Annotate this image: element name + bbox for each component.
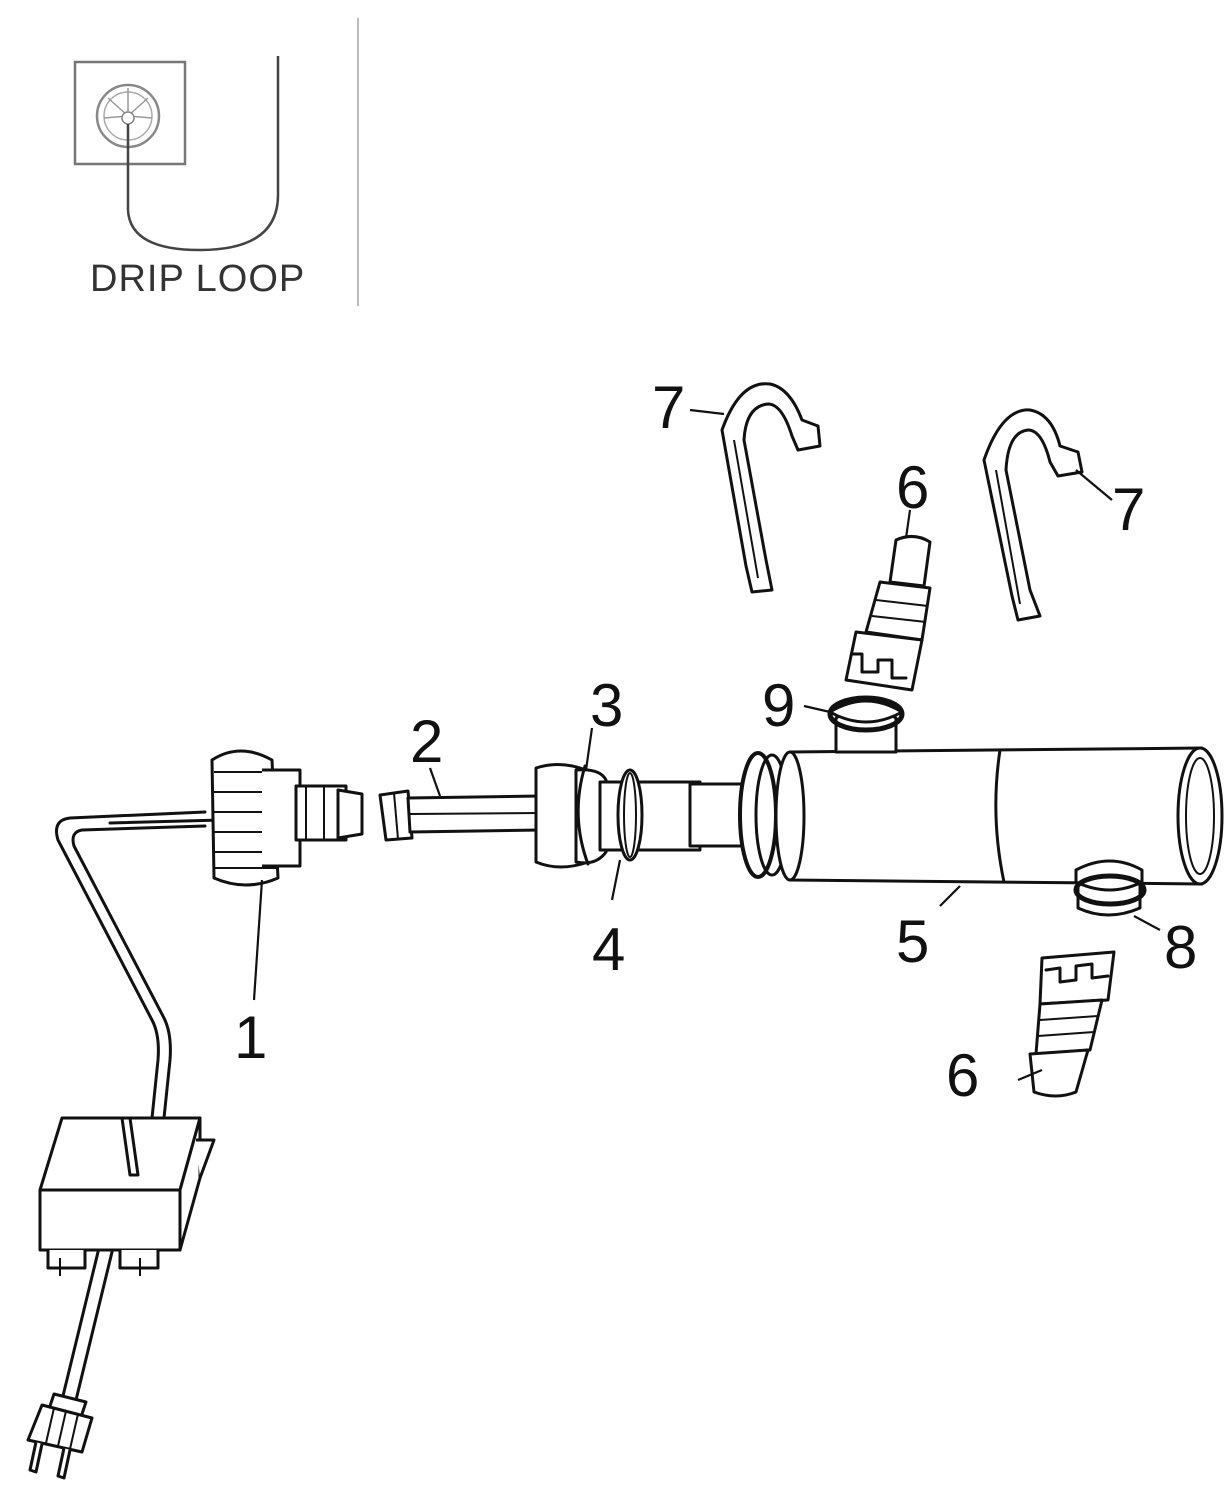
o-ring-part-9: [827, 695, 905, 733]
callout-9: 9: [762, 672, 795, 739]
lamp-cap-part-1: [210, 749, 364, 887]
callout-1: 1: [234, 1004, 267, 1071]
leader-lines: [252, 408, 1161, 1082]
o-ring-part-8: [1073, 873, 1147, 907]
callout-4: 4: [592, 916, 625, 983]
drip-loop-inset: DRIP LOOP: [73, 18, 359, 306]
callout-8: 8: [1164, 914, 1197, 981]
callout-labels: 1 2 3 4 5 6 6 7 7 8 9: [234, 374, 1197, 1109]
callout-6-top: 6: [896, 454, 929, 521]
uv-lamp-part-2: [378, 789, 542, 842]
callout-5: 5: [896, 908, 929, 975]
power-supply-assembly: [26, 810, 302, 1480]
callout-7-right: 7: [1112, 476, 1145, 543]
uv-housing-part-5: [774, 699, 1224, 917]
callout-2: 2: [410, 708, 443, 775]
callout-7-left: 7: [652, 374, 685, 441]
mounting-clip-part-7-right: [982, 408, 1084, 622]
transformer-icon: [38, 1116, 216, 1276]
callout-3: 3: [590, 672, 623, 739]
mounting-clip-part-7-left: [720, 382, 822, 594]
drip-loop-caption: DRIP LOOP: [90, 258, 305, 300]
callout-6-bottom: 6: [946, 1042, 979, 1109]
hose-tail-part-6-bottom: [1028, 950, 1116, 1098]
drip-loop-cable: [126, 56, 280, 252]
wall-socket-icon: [73, 60, 187, 166]
power-plug-icon: [26, 1392, 94, 1480]
o-ring-part-4: [598, 751, 790, 879]
quartz-sleeve-nut-part-3: [534, 763, 608, 869]
hose-tail-part-6-top: [844, 535, 932, 692]
